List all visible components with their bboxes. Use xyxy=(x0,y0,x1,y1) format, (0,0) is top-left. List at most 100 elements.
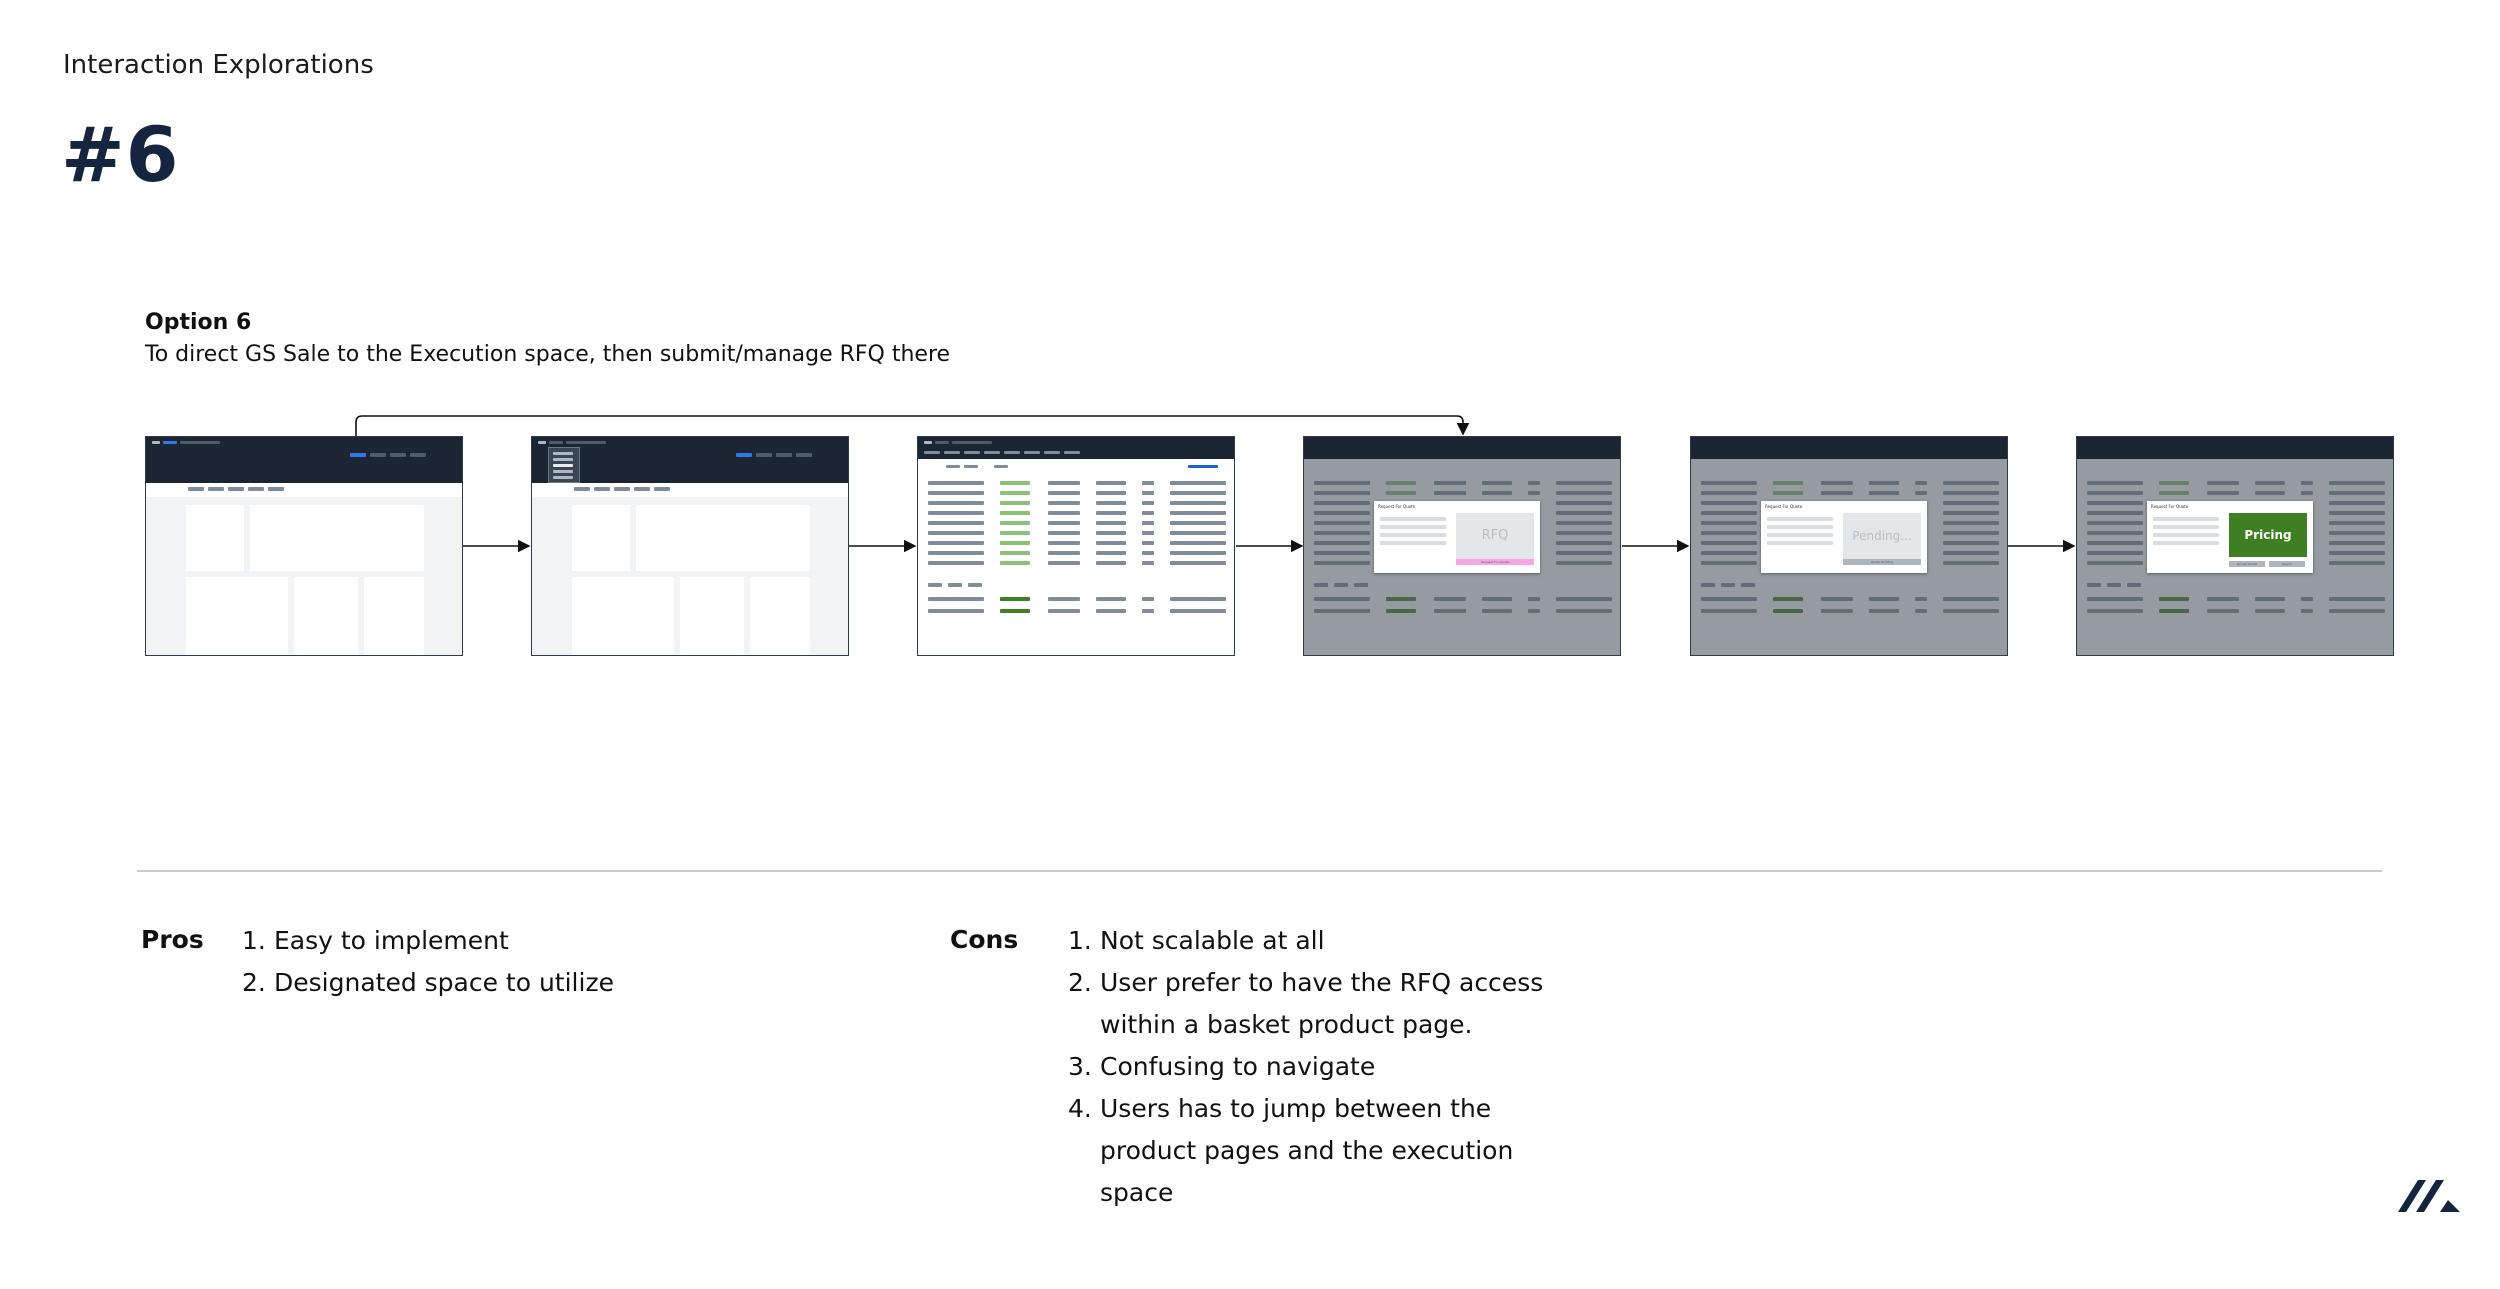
table-cell-bar xyxy=(1170,481,1226,485)
flow-frame-home xyxy=(145,436,463,656)
table-cell-bar xyxy=(928,609,984,613)
pros-item: 2.Designated space to utilize xyxy=(242,968,614,997)
table-cell-bar xyxy=(1170,501,1226,505)
table-cell-bar xyxy=(1000,521,1030,525)
pros-list: 1.Easy to implement 2.Designated space t… xyxy=(242,920,622,1004)
rfq-modal: Request For Quote RFQ Request For Quote xyxy=(1374,501,1540,573)
table-cell-bar xyxy=(1142,501,1154,505)
table-cell-bar xyxy=(1048,551,1080,555)
table-cell-bar xyxy=(1142,597,1154,601)
table-cell-bar xyxy=(928,491,984,495)
accept-quote-button[interactable]: Accept Quote xyxy=(2229,561,2265,567)
cons-item: 1.Not scalable at all xyxy=(1068,926,1325,955)
pros-item: 1.Easy to implement xyxy=(242,926,509,955)
table-cell-bar xyxy=(1000,541,1030,545)
table-cell-bar xyxy=(1096,481,1126,485)
table-cell-bar xyxy=(1142,481,1154,485)
table-cell-bar xyxy=(1170,511,1226,515)
table-cell-bar xyxy=(1000,597,1030,601)
cons-item: 2.User prefer to have the RFQ access wit… xyxy=(1068,968,1544,1039)
cons-label: Cons xyxy=(950,925,1019,954)
table-cell-bar xyxy=(1048,491,1080,495)
table-cell-bar xyxy=(1048,511,1080,515)
table-cell-bar xyxy=(1142,521,1154,525)
table-cell-bar xyxy=(1142,541,1154,545)
table-cell-bar xyxy=(1000,511,1030,515)
flow-frame-home-menu xyxy=(531,436,849,656)
table-cell-bar xyxy=(1170,491,1226,495)
table-cell-bar xyxy=(1170,521,1226,525)
table-cell-bar xyxy=(1000,531,1030,535)
section-bar xyxy=(948,583,962,587)
brand-slash-logo xyxy=(2398,1180,2460,1212)
reject-quote-button[interactable]: Reject xyxy=(2269,561,2305,567)
flow-frame-rfq-pending: Request For Quote Pending... Quote Pendi… xyxy=(1690,436,2008,656)
table-cell-bar xyxy=(1096,501,1126,505)
table-cell-bar xyxy=(1170,609,1226,613)
table-cell-bar xyxy=(1048,597,1080,601)
table-cell-bar xyxy=(1170,561,1226,565)
rfq-pricing-modal: Request For Quote Pricing Accept Quote R… xyxy=(2147,501,2313,573)
table-cell-bar xyxy=(1096,609,1126,613)
table-cell-bar xyxy=(928,531,984,535)
table-cell-bar xyxy=(1048,521,1080,525)
table-cell-bar xyxy=(1170,597,1226,601)
table-cell-bar xyxy=(928,597,984,601)
option-description: To direct GS Sale to the Execution space… xyxy=(145,342,951,367)
table-cell-bar xyxy=(1000,481,1030,485)
table-cell-bar xyxy=(1096,561,1126,565)
pricing-panel: Pricing xyxy=(2229,513,2307,557)
table-cell-bar xyxy=(928,501,984,505)
cons-item: 3.Confusing to navigate xyxy=(1068,1052,1376,1081)
table-cell-bar xyxy=(1142,491,1154,495)
quote-pending-button[interactable]: Quote Pending xyxy=(1843,559,1921,565)
rfq-panel: RFQ xyxy=(1456,513,1534,565)
section-bar xyxy=(928,583,942,587)
table-cell-bar xyxy=(1048,561,1080,565)
option-title: Option 6 xyxy=(145,310,252,335)
cons-item: 4.Users has to jump between the product … xyxy=(1068,1094,1514,1207)
flow-frame-execution-table xyxy=(917,436,1235,656)
rfq-pending-modal: Request For Quote Pending... Quote Pendi… xyxy=(1761,501,1927,573)
table-cell-bar xyxy=(1048,531,1080,535)
cons-list: 1.Not scalable at all 2.User prefer to h… xyxy=(1068,920,1588,1214)
pending-panel: Pending... xyxy=(1843,513,1921,565)
section-divider xyxy=(137,870,2382,872)
table-cell-bar xyxy=(1000,551,1030,555)
request-quote-button[interactable]: Request For Quote xyxy=(1456,559,1534,565)
table-cell-bar xyxy=(1048,609,1080,613)
section-bar xyxy=(968,583,982,587)
flow-shortcut-arrow xyxy=(355,415,1470,448)
table-cell-bar xyxy=(1142,531,1154,535)
table-cell-bar xyxy=(1142,551,1154,555)
table-cell-bar xyxy=(1048,541,1080,545)
table-cell-bar xyxy=(928,481,984,485)
table-cell-bar xyxy=(1048,481,1080,485)
table-cell-bar xyxy=(928,521,984,525)
table-cell-bar xyxy=(1170,541,1226,545)
table-cell-bar xyxy=(1142,511,1154,515)
flow-frame-rfq-pricing: Request For Quote Pricing Accept Quote R… xyxy=(2076,436,2394,656)
flow-diagram: Request For Quote RFQ Request For Quote … xyxy=(145,415,2394,656)
table-cell-bar xyxy=(928,561,984,565)
flow-connectors xyxy=(355,415,2076,553)
table-cell-bar xyxy=(1142,561,1154,565)
table-cell-bar xyxy=(1170,531,1226,535)
table-cell-bar xyxy=(1142,609,1154,613)
table-cell-bar xyxy=(1096,521,1126,525)
eyebrow-title: Interaction Explorations xyxy=(63,50,374,80)
table-cell-bar xyxy=(1000,561,1030,565)
flow-frame-rfq-modal: Request For Quote RFQ Request For Quote xyxy=(1303,436,1621,656)
table-cell-bar xyxy=(928,551,984,555)
table-cell-bar xyxy=(1096,531,1126,535)
pros-label: Pros xyxy=(141,925,204,954)
table-cell-bar xyxy=(1096,597,1126,601)
table-cell-bar xyxy=(1000,501,1030,505)
table-cell-bar xyxy=(1170,551,1226,555)
table-cell-bar xyxy=(1096,491,1126,495)
table-cell-bar xyxy=(1096,551,1126,555)
table-cell-bar xyxy=(1096,541,1126,545)
page-number-heading: #6 xyxy=(61,110,180,199)
table-cell-bar xyxy=(1000,609,1030,613)
table-cell-bar xyxy=(928,511,984,515)
